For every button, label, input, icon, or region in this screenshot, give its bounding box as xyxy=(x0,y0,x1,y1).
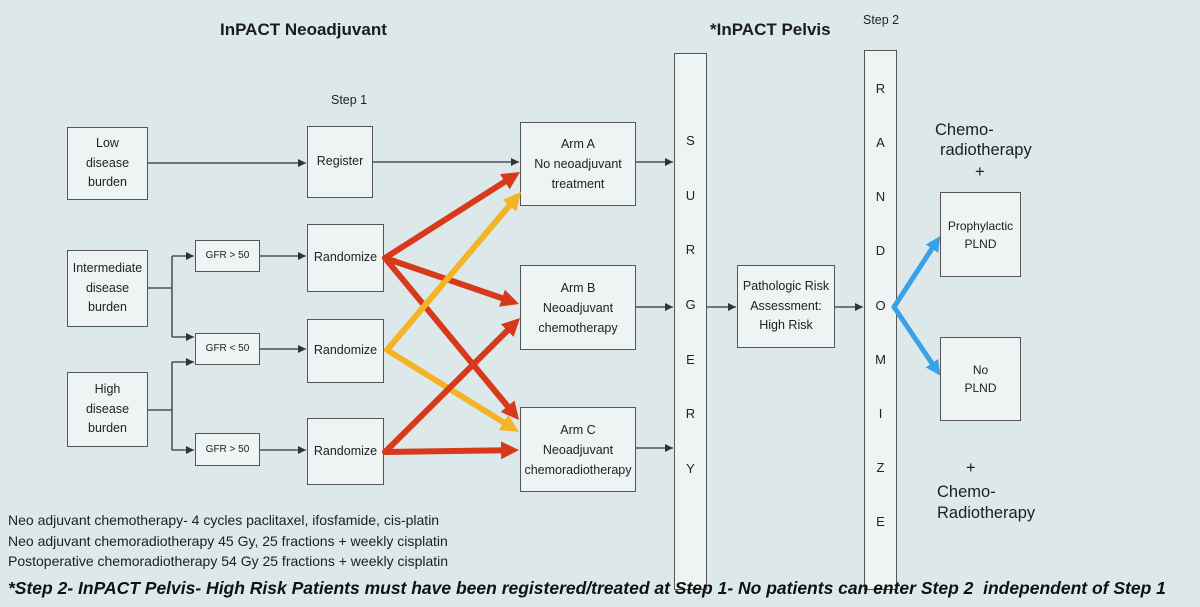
box-register: Register xyxy=(307,126,373,198)
surgery-letter: R xyxy=(685,242,696,258)
top-note-line-3: + xyxy=(975,163,985,181)
footer-note: *Step 2- InPACT Pelvis- High Risk Patien… xyxy=(8,578,1166,598)
randomize-letter: I xyxy=(878,405,883,421)
bottom-note-line-3: Radiotherapy xyxy=(937,504,1036,522)
red-arrow-randomize-top-to-arm-a xyxy=(382,172,521,261)
blue-arrow-to-prophylactic-plnd xyxy=(891,236,941,310)
treatment-notes: Neo adjuvant chemotherapy- 4 cycles pacl… xyxy=(8,510,448,572)
top-note-line-2: radiotherapy xyxy=(940,141,1032,159)
surgery-letter: E xyxy=(686,351,695,367)
randomize-letter: M xyxy=(875,351,886,367)
yellow-arrow-randomize-middle-to-arm-a xyxy=(384,191,522,353)
red-arrow-randomize-bottom-to-arm-b xyxy=(382,318,521,455)
box-label: No PLND xyxy=(964,363,997,395)
surgery-letter: S xyxy=(686,133,695,148)
heading-inpact-neoadjuvant: InPACT Neoadjuvant xyxy=(220,20,387,39)
box-label: Arm A No neoadjuvant treatment xyxy=(534,137,622,191)
blue-arrow-to-no-plnd xyxy=(891,304,941,376)
treatment-note: Neo adjuvant chemotherapy- 4 cycles pacl… xyxy=(8,512,440,528)
box-label: Intermediate disease burden xyxy=(72,261,143,315)
box-high-disease-burden: High disease burden xyxy=(67,372,148,447)
box-no-plnd: No PLND xyxy=(940,337,1021,421)
red-arrow-randomize-top-to-arm-b xyxy=(382,255,520,307)
box-gfr-top: GFR > 50 xyxy=(195,240,260,272)
surgery-letter: R xyxy=(685,406,696,422)
box-label: High disease burden xyxy=(85,382,130,436)
red-arrow-randomize-bottom-to-arm-c xyxy=(382,441,519,460)
step-2-label: Step 2 xyxy=(863,13,900,27)
box-gfr-bottom: GFR > 50 xyxy=(195,433,260,466)
surgery-letters: S U R G E R Y xyxy=(675,134,706,476)
treatment-note: Neo adjuvant chemoradiotherapy 45 Gy, 25… xyxy=(8,532,448,549)
top-note-line-1: Chemo- xyxy=(935,121,994,139)
box-label: Randomize xyxy=(313,250,378,265)
box-arm-a: Arm A No neoadjuvant treatment xyxy=(520,122,636,206)
bottom-note-line-1: + xyxy=(966,459,976,477)
bottom-note-line-2: Chemo- xyxy=(937,483,996,501)
box-prophylactic-plnd: Prophylactic PLND xyxy=(940,192,1021,277)
surgery-letter: G xyxy=(685,296,696,312)
box-randomize-top: Randomize xyxy=(307,224,384,292)
surgery-letter: Y xyxy=(686,460,695,476)
box-label: Randomize xyxy=(313,443,378,458)
box-label: Randomize xyxy=(313,343,378,358)
box-intermediate-disease-burden: Intermediate disease burden xyxy=(67,250,148,327)
surgery-letter: U xyxy=(685,187,696,203)
box-surgery: S U R G E R Y xyxy=(674,53,707,590)
randomize-letter: N xyxy=(875,189,886,205)
box-label: Register xyxy=(316,154,364,169)
box-randomize-middle: Randomize xyxy=(307,319,384,383)
box-low-disease-burden: Low disease burden xyxy=(67,127,148,200)
box-label: Pathologic Risk Assessment: High Risk xyxy=(742,279,830,333)
box-gfr-middle: GFR < 50 xyxy=(195,333,260,365)
randomize-letter: A xyxy=(876,135,885,151)
box-pathologic-risk-assessment: Pathologic Risk Assessment: High Risk xyxy=(737,265,835,348)
randomize-letter: E xyxy=(876,514,885,529)
red-arrow-randomize-top-to-arm-c xyxy=(382,255,520,421)
step-1-label: Step 1 xyxy=(331,93,368,107)
box-label: GFR > 50 xyxy=(205,250,250,261)
yellow-arrow-randomize-middle-to-arm-c xyxy=(384,347,520,432)
randomize-letter: O xyxy=(875,297,886,313)
treatment-note: Postoperative chemoradiotherapy 54 Gy 25… xyxy=(8,553,449,569)
box-label: Arm C Neoadjuvant chemoradiotherapy xyxy=(524,422,632,477)
heading-inpact-pelvis: *InPACT Pelvis xyxy=(710,20,831,39)
box-arm-c: Arm C Neoadjuvant chemoradiotherapy xyxy=(520,407,636,492)
randomize-letter: Z xyxy=(876,459,885,475)
box-arm-b: Arm B Neoadjuvant chemotherapy xyxy=(520,265,636,350)
box-label: Prophylactic PLND xyxy=(947,218,1014,251)
box-label: Low disease burden xyxy=(85,136,130,190)
box-label: GFR < 50 xyxy=(205,343,250,354)
randomize-letter: R xyxy=(875,81,886,96)
box-label: GFR > 50 xyxy=(205,443,250,455)
box-randomize-bottom: Randomize xyxy=(307,418,384,485)
randomize-letter: D xyxy=(875,243,886,259)
box-label: Arm B Neoadjuvant chemotherapy xyxy=(538,280,618,335)
randomize-letters: R A N D O M I Z E xyxy=(865,82,896,529)
box-randomize-step-2: R A N D O M I Z E xyxy=(864,50,897,590)
